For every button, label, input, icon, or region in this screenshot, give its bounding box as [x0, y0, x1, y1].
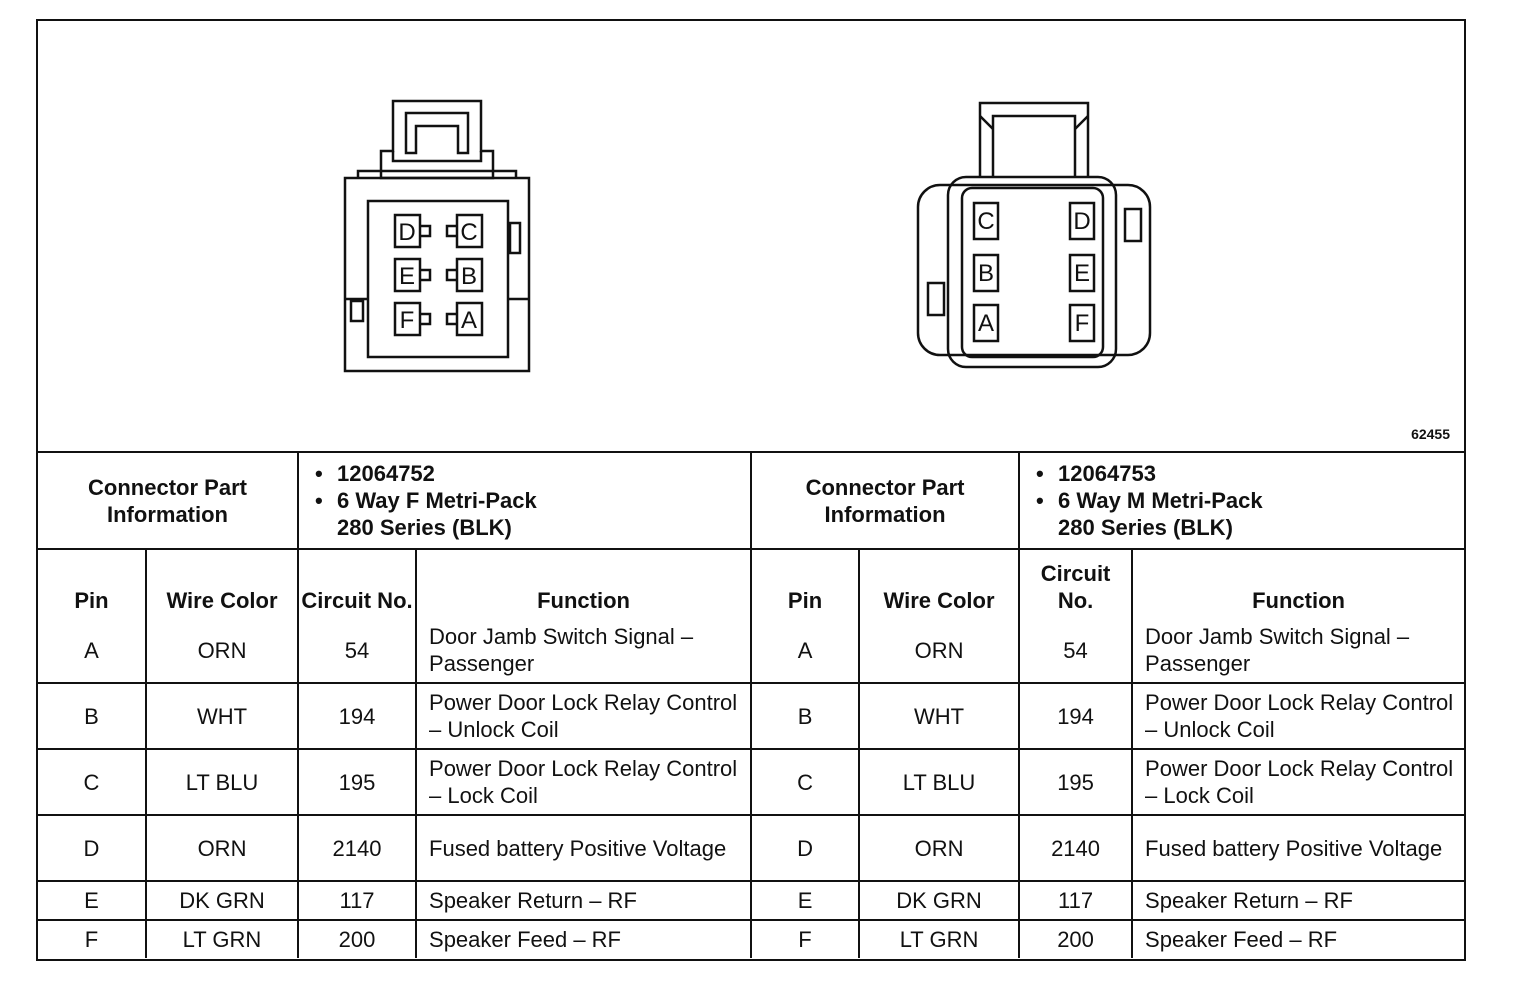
right-circuit-header: Circuit No. — [1018, 548, 1134, 618]
right-pin-cell: F — [750, 919, 861, 958]
female-pin-label: F — [400, 307, 415, 334]
right-part-label: Connector Part Information — [750, 453, 1021, 550]
left-pin-cell: B — [38, 682, 147, 750]
left-pin-cell: C — [38, 748, 147, 816]
right-wire-color-cell: DK GRN — [858, 880, 1021, 921]
right-pin-cell: B — [750, 682, 861, 750]
right-wire-color-cell: ORN — [858, 618, 1021, 684]
left-function-cell: Fused battery Positive Voltage — [415, 814, 753, 882]
left-wire-color-cell: DK GRN — [144, 880, 300, 921]
right-circuit-cell: 195 — [1018, 748, 1134, 816]
left-wire-color-cell: LT BLU — [144, 748, 300, 816]
column-header-row: Pin Wire Color Circuit No. Function Pin … — [38, 548, 1465, 618]
right-function-cell: Fused battery Positive Voltage — [1131, 814, 1465, 882]
right-circuit-cell: 194 — [1018, 682, 1134, 750]
right-function-cell: Speaker Return – RF — [1131, 880, 1465, 921]
left-circuit-cell: 2140 — [297, 814, 418, 882]
left-wire-color-cell: ORN — [144, 814, 300, 882]
left-pin-cell: F — [38, 919, 147, 958]
right-wire-color-cell: WHT — [858, 682, 1021, 750]
female-pin-label: B — [461, 263, 477, 290]
right-function-header: Function — [1131, 548, 1465, 618]
left-part-number: 12064752 — [315, 460, 750, 487]
left-pin-cell: D — [38, 814, 147, 882]
female-pin-label: A — [461, 307, 477, 334]
right-pin-header: Pin — [750, 548, 861, 618]
right-wire-color-cell: LT BLU — [858, 748, 1021, 816]
female-pin-label: D — [398, 219, 415, 246]
left-circuit-cell: 194 — [297, 682, 418, 750]
right-function-cell: Door Jamb Switch Signal – Passenger — [1131, 618, 1465, 684]
part-info-row: Connector Part Information 12064752 6 Wa… — [38, 453, 1465, 550]
left-circuit-cell: 117 — [297, 880, 418, 921]
male-connector-drawing — [916, 101, 1152, 369]
male-pin-label: E — [1074, 260, 1090, 287]
left-function-cell: Door Jamb Switch Signal – Passenger — [415, 618, 753, 684]
female-pin-label: E — [399, 263, 415, 290]
right-function-cell: Power Door Lock Relay Control – Lock Coi… — [1131, 748, 1465, 816]
right-function-cell: Speaker Feed – RF — [1131, 919, 1465, 958]
male-pin-label: C — [977, 208, 994, 235]
male-pin-label: A — [978, 310, 994, 337]
male-pin-boxes — [972, 201, 1096, 343]
left-pin-cell: A — [38, 618, 147, 684]
left-circuit-header: Circuit No. — [297, 548, 418, 618]
female-connector-drawing — [343, 99, 531, 373]
left-part-label: Connector Part Information — [38, 453, 300, 550]
left-pin-header: Pin — [38, 548, 147, 618]
right-pin-cell: D — [750, 814, 861, 882]
right-pin-cell: C — [750, 748, 861, 816]
right-circuit-cell: 117 — [1018, 880, 1134, 921]
left-wire-color-cell: WHT — [144, 682, 300, 750]
left-circuit-cell: 200 — [297, 919, 418, 958]
right-pin-cell: E — [750, 880, 861, 921]
right-circuit-cell: 200 — [1018, 919, 1134, 958]
left-function-header: Function — [415, 548, 753, 618]
connector-sheet: D C E B F A C D B E A F 62455 Connector … — [36, 19, 1466, 961]
left-function-cell: Power Door Lock Relay Control – Lock Coi… — [415, 748, 753, 816]
connector-figure: D C E B F A C D B E A F 62455 — [38, 21, 1464, 453]
right-wire-header: Wire Color — [858, 548, 1021, 618]
left-function-cell: Power Door Lock Relay Control – Unlock C… — [415, 682, 753, 750]
connector-drawings: D C E B F A C D B E A F — [343, 99, 1152, 373]
right-wire-color-cell: LT GRN — [858, 919, 1021, 958]
left-wire-color-cell: ORN — [144, 618, 300, 684]
right-part-number: 12064753 — [1036, 460, 1464, 487]
figure-number: 62455 — [1411, 426, 1450, 442]
right-function-cell: Power Door Lock Relay Control – Unlock C… — [1131, 682, 1465, 750]
left-function-cell: Speaker Feed – RF — [415, 919, 753, 958]
right-wire-color-cell: ORN — [858, 814, 1021, 882]
male-pin-label: F — [1075, 310, 1090, 337]
right-pin-cell: A — [750, 618, 861, 684]
female-pin-label: C — [460, 219, 477, 246]
male-pin-label: D — [1073, 208, 1090, 235]
left-wire-header: Wire Color — [144, 548, 300, 618]
left-circuit-cell: 195 — [297, 748, 418, 816]
male-pin-label: B — [978, 260, 994, 287]
female-pin-boxes — [393, 213, 484, 337]
pinout-table: Connector Part Information 12064752 6 Wa… — [38, 453, 1465, 958]
left-function-cell: Speaker Return – RF — [415, 880, 753, 921]
left-circuit-cell: 54 — [297, 618, 418, 684]
left-wire-color-cell: LT GRN — [144, 919, 300, 958]
right-circuit-cell: 2140 — [1018, 814, 1134, 882]
right-circuit-cell: 54 — [1018, 618, 1134, 684]
left-pin-cell: E — [38, 880, 147, 921]
